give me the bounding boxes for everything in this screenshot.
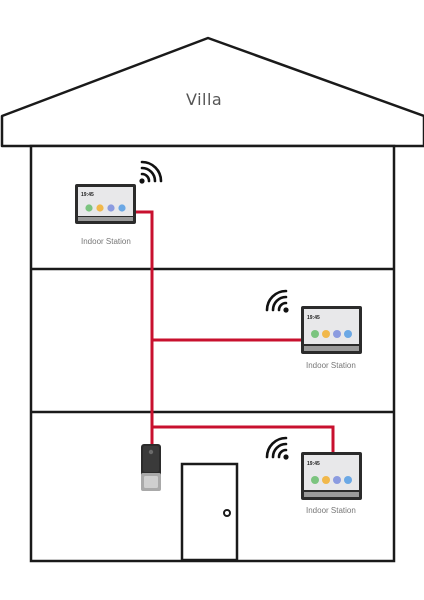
indoor-station-label: Indoor Station	[81, 237, 131, 246]
station-time: 19:45	[307, 461, 320, 467]
station-screen	[78, 187, 133, 216]
station-screen	[304, 455, 359, 490]
indoor-station-top: 19:45	[75, 184, 136, 224]
door-icon	[180, 462, 239, 562]
wifi-icon	[139, 160, 163, 184]
roof	[0, 36, 424, 148]
indoor-station-label: Indoor Station	[306, 506, 356, 515]
wifi-icon	[265, 289, 289, 313]
station-screen	[304, 309, 359, 344]
wifi-icon	[265, 436, 289, 460]
wiring	[135, 210, 335, 454]
wire-to-bottom-station	[152, 425, 335, 454]
doorbell-icon	[141, 444, 161, 491]
indoor-station-label: Indoor Station	[306, 361, 356, 370]
house-title: Villa	[186, 90, 223, 109]
station-time: 19:45	[81, 192, 94, 198]
indoor-station-middle: 19:45	[301, 306, 362, 354]
wire-to-top-station	[135, 210, 154, 447]
indoor-station-bottom: 19:45	[301, 452, 362, 500]
station-time: 19:45	[307, 315, 320, 321]
